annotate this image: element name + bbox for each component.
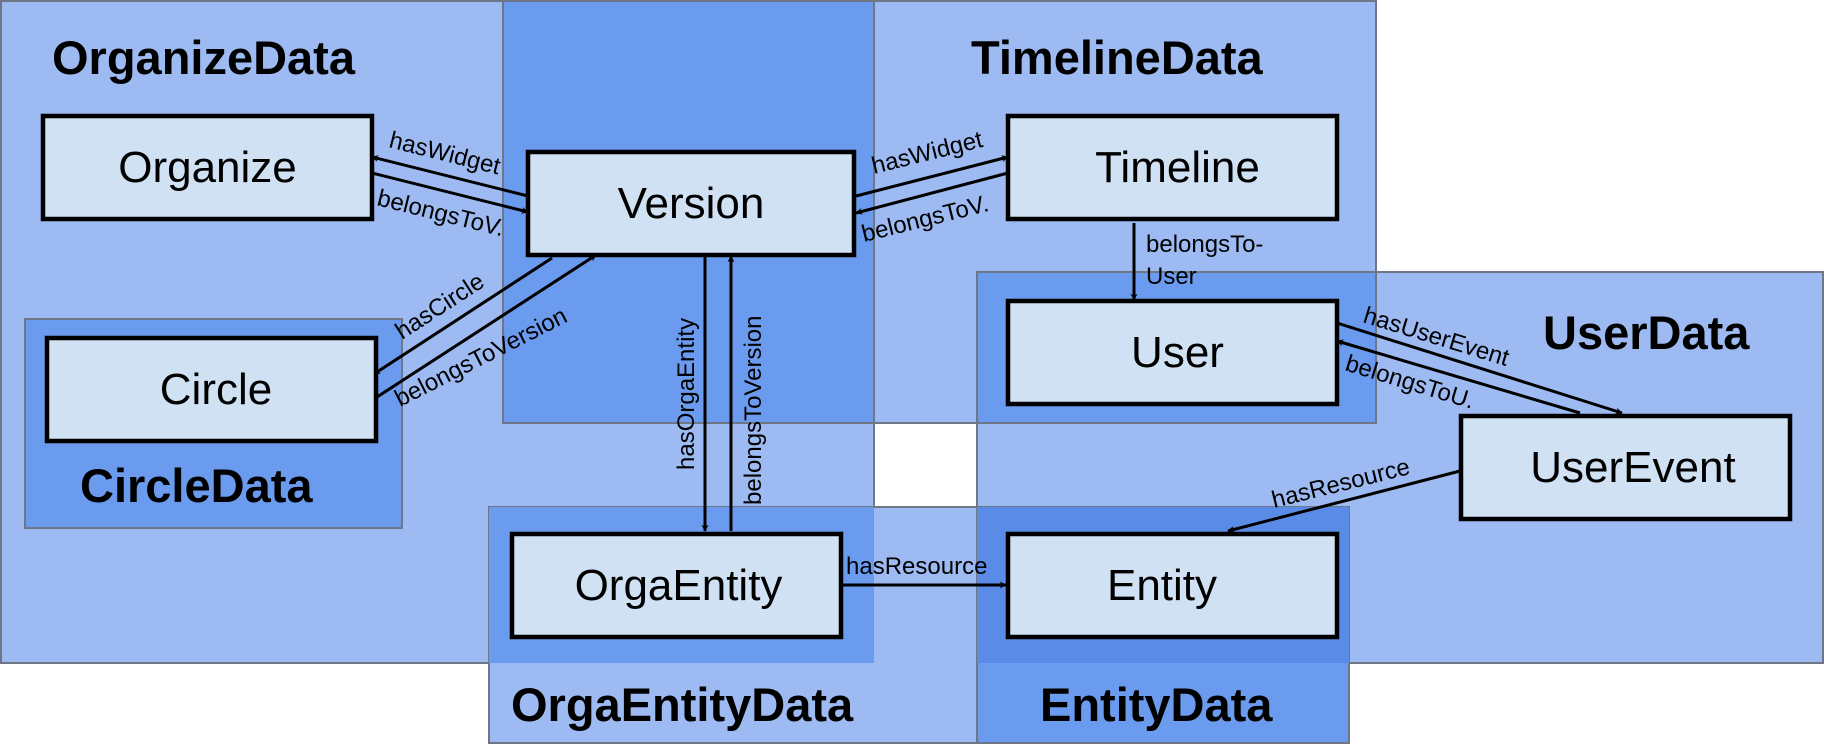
edge-user-event-belongs-to-user	[1336, 339, 1581, 415]
region-title-timeline-data: TimelineData	[971, 31, 1264, 84]
node-label-user: User	[1131, 328, 1224, 377]
node-user[interactable]: User	[1005, 298, 1340, 407]
edge-has-user-event	[1336, 321, 1623, 415]
region-title-circle-data: CircleData	[80, 459, 313, 512]
edge-organize-belongs-to-version	[371, 171, 529, 214]
label-timeline-belongs-to-user-2: User	[1146, 263, 1197, 290]
node-orga-entity[interactable]: OrgaEntity	[509, 531, 844, 640]
node-label-timeline: Timeline	[1095, 143, 1260, 192]
node-label-organize: Organize	[118, 143, 297, 192]
region-title-user-data: UserData	[1543, 306, 1750, 359]
region-title-orga-entity-data: OrgaEntityData	[511, 678, 854, 731]
region-title-entity-data: EntityData	[1040, 678, 1273, 731]
node-label-user-event: UserEvent	[1530, 443, 1735, 492]
node-label-entity: Entity	[1107, 561, 1217, 610]
node-label-version: Version	[618, 179, 765, 228]
node-label-circle: Circle	[160, 365, 272, 414]
node-version[interactable]: Version	[525, 149, 857, 258]
node-label-orga-entity: OrgaEntity	[575, 561, 783, 610]
node-circle[interactable]: Circle	[44, 335, 379, 444]
node-timeline[interactable]: Timeline	[1005, 113, 1340, 222]
label-orga-entity-has-resource: hasResource	[846, 553, 987, 580]
edge-circle-belongs-to-version	[376, 253, 597, 399]
label-orga-entity-belongs-to-version: belongsToVersion	[740, 316, 767, 505]
node-organize[interactable]: Organize	[40, 113, 375, 222]
node-entity[interactable]: Entity	[1005, 531, 1340, 640]
label-has-orga-entity: hasOrgaEntity	[673, 318, 700, 470]
edge-timeline-belongs-to-version	[855, 171, 1009, 215]
node-user-event[interactable]: UserEvent	[1458, 413, 1793, 522]
edge-has-circle	[373, 256, 553, 376]
edge-organize-has-widget	[371, 155, 529, 198]
edge-user-event-has-resource	[1227, 469, 1461, 533]
label-timeline-belongs-to-user-1: belongsTo-	[1146, 231, 1263, 258]
region-title-organize-data: OrganizeData	[52, 31, 356, 84]
edge-timeline-has-widget	[855, 155, 1009, 198]
